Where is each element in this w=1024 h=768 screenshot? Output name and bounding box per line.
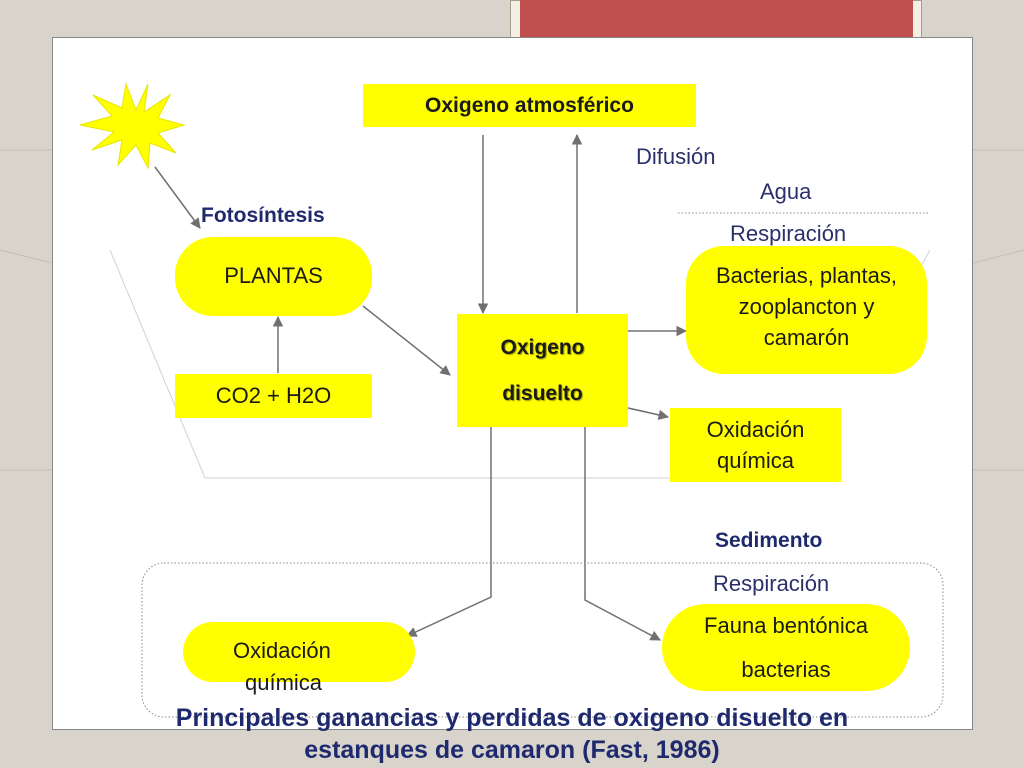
co2-box: CO2 + H2O bbox=[175, 374, 372, 418]
plants-label: PLANTAS bbox=[224, 262, 323, 288]
water-label: Agua bbox=[760, 179, 812, 204]
sun-starburst-icon bbox=[79, 82, 186, 170]
diffusion-label: Difusión bbox=[636, 144, 716, 169]
dissolved-oxygen-box: Oxigeno disuelto bbox=[457, 314, 628, 427]
arrow-dissolved-to-benthic bbox=[584, 427, 661, 641]
consumers-line1: Bacterias, plantas, bbox=[716, 263, 897, 288]
arrow-dissolved-to-sediment-oxidation bbox=[406, 427, 492, 637]
respiration-sediment-label: Respiración bbox=[713, 571, 830, 596]
water-oxidation-line1: Oxidación bbox=[706, 417, 805, 442]
arrow-sun-to-plants bbox=[154, 166, 201, 229]
atmospheric-oxygen-label: Oxigeno atmosférico bbox=[425, 93, 634, 117]
consumers-line3: camarón bbox=[763, 325, 850, 350]
sediment-oxidation-line1: Oxidación bbox=[233, 638, 331, 663]
water-oxidation-box: Oxidación química bbox=[670, 408, 841, 482]
arrow-dissolved-to-oxidation bbox=[627, 407, 670, 421]
caption-line1: Principales ganancias y perdidas de oxig… bbox=[175, 704, 849, 732]
water-oxidation-line2: química bbox=[716, 448, 795, 473]
sediment-label: Sedimento bbox=[715, 529, 823, 552]
photosynthesis-label: Fotosíntesis bbox=[201, 204, 325, 227]
co2-label: CO2 + H2O bbox=[215, 383, 332, 408]
sediment-oxidation-line2: química bbox=[245, 670, 323, 695]
benthic-line1: Fauna bentónica bbox=[704, 612, 868, 638]
consumers-box: Bacterias, plantas, zooplancton y camaró… bbox=[686, 246, 927, 374]
plants-box: PLANTAS bbox=[175, 237, 372, 316]
pond-outline bbox=[109, 249, 680, 479]
dissolved-oxygen-line2: disuelto bbox=[502, 381, 583, 405]
sediment-oxidation-box bbox=[183, 622, 415, 682]
arrow-plants-to-dissolved bbox=[362, 305, 451, 376]
caption-line2: estanques de camaron (Fast, 1986) bbox=[304, 736, 720, 764]
benthic-line2: bacterias bbox=[741, 656, 831, 682]
respiration-water-label: Respiración bbox=[730, 221, 847, 246]
consumers-line2: zooplancton y bbox=[738, 294, 875, 319]
atmospheric-oxygen-box: Oxigeno atmosférico bbox=[363, 84, 696, 127]
sediment-region bbox=[141, 562, 944, 718]
dissolved-oxygen-line1: Oxigeno bbox=[500, 335, 585, 359]
benthic-box: Fauna bentónica bacterias bbox=[662, 604, 910, 691]
